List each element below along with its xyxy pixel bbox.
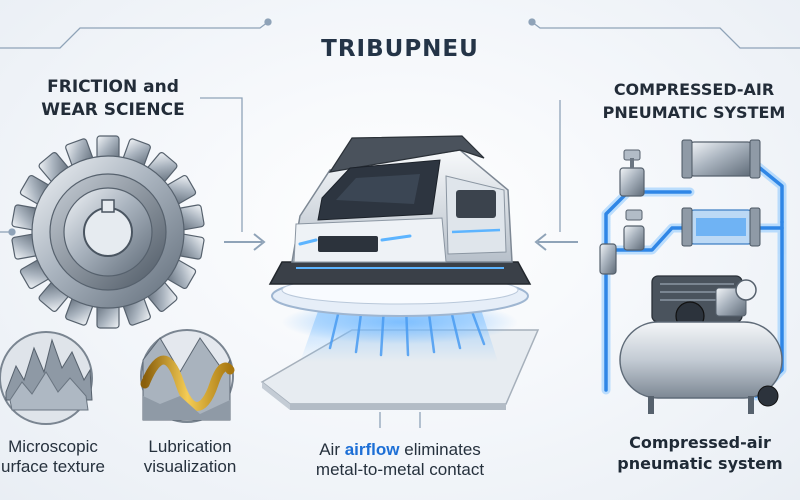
surface-texture-caption-line2: urface texture [1,457,105,476]
arrow-left-icon [224,233,266,251]
pneumatic-heading-line1: COMPRESSED-AIR [613,80,775,99]
hover-pod-icon [268,135,532,317]
page-title: TRIBUPNEU [321,36,479,62]
airflow-caption-prefix: Air [319,440,345,459]
lubrication-caption-line1: Lubrication [148,437,232,456]
compressor-caption-line2: pneumatic system [617,454,783,473]
connector-lines [0,18,800,428]
airflow-caption-line2: metal-to-metal contact [315,460,485,479]
airflow-caption-line1: Air airflow eliminates [280,440,520,460]
surface-texture-caption: Microscopic urface texture [0,437,120,477]
airflow-caption-suffix: eliminates [399,440,481,459]
valve-icon [599,149,645,275]
air-compressor-icon [619,275,783,414]
friction-wear-heading-line1: FRICTION and [47,77,179,97]
gear-icon [11,135,205,329]
lubrication-icon [140,329,235,423]
lubrication-caption: Lubrication visualization [130,437,250,477]
friction-wear-heading-line2: WEAR SCIENCE [41,100,185,120]
compressor-caption: Compressed-air pneumatic system [600,432,800,474]
surface-texture-icon [0,331,93,425]
airflow-caption-highlight: airflow [344,440,400,459]
airflow-caption: Air airflow eliminates metal-to-metal co… [280,440,520,480]
arrow-right-icon [534,233,578,251]
lubrication-caption-line2: visualization [143,457,237,476]
friction-wear-heading: FRICTION and WEAR SCIENCE [28,76,198,122]
pneumatic-heading-line2: PNEUMATIC SYSTEM [602,103,786,122]
pneumatic-heading: COMPRESSED-AIR PNEUMATIC SYSTEM [588,78,800,124]
compressor-caption-line1: Compressed-air [629,433,771,452]
pneumatic-cylinder-icon [681,139,761,247]
surface-texture-caption-line1: Microscopic [8,437,98,456]
